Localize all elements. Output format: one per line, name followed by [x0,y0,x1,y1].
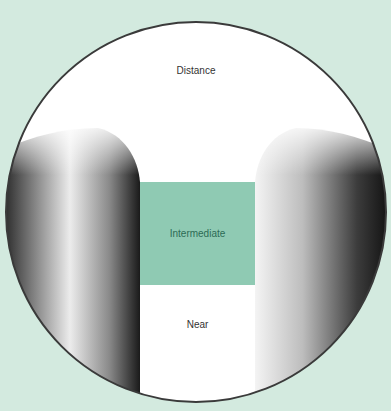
zone-label: Intermediate [170,228,226,240]
intermediate-band: Intermediate [140,182,255,285]
zone-label: Distance [177,65,216,77]
lens-rim [6,22,386,402]
near-band: Near [140,310,255,340]
zone-label: Near [187,319,209,331]
blur-top-fade [0,120,391,180]
distance-zone: Distance [110,58,282,84]
